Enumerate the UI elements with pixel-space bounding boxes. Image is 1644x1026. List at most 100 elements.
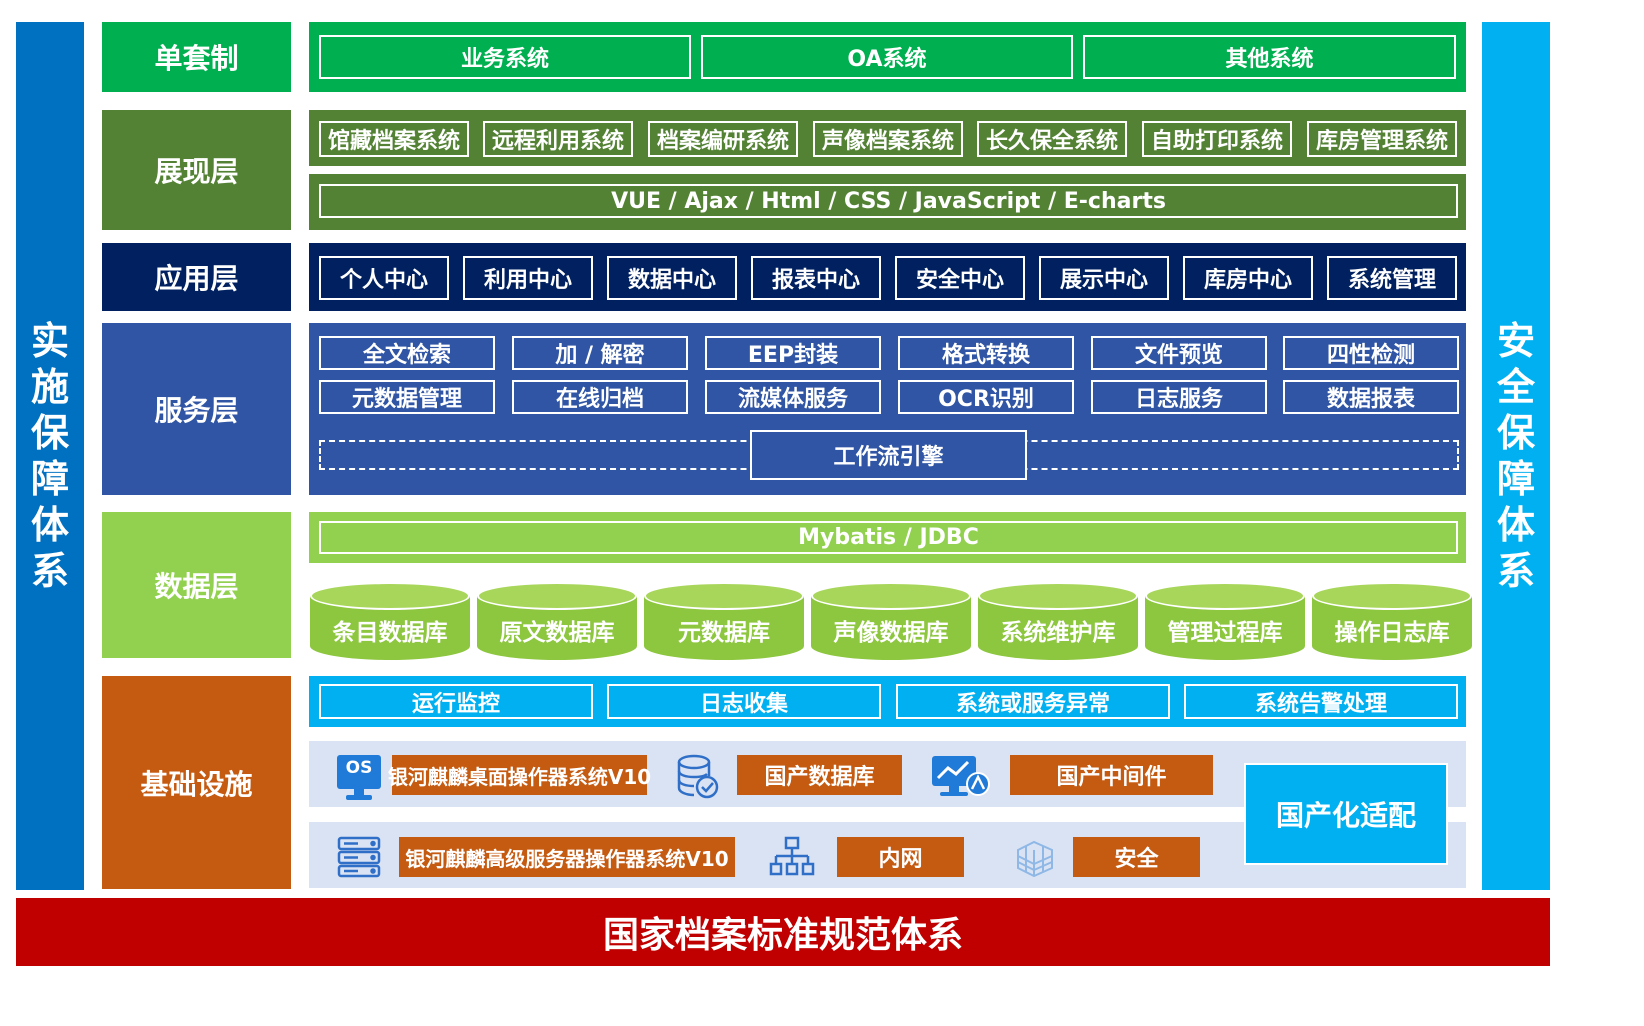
layer-label-application: 应用层 (102, 243, 291, 311)
presentation-module-box: 长久保全系统 (977, 121, 1127, 157)
application-panel: 个人中心 利用中心 数据中心 报表中心 安全中心 展示中心 库房中心 系统管理 (309, 243, 1466, 311)
module-label: 格式转换 (941, 343, 1030, 368)
service-module-box: 数据报表 (1283, 380, 1459, 414)
data-access-panel: Mybatis / JDBC (309, 512, 1466, 563)
database-cylinder: 条目数据库 (310, 582, 470, 660)
database-label: 系统维护库 (1000, 620, 1116, 646)
database-cylinder: 管理过程库 (1145, 582, 1305, 660)
tech-stack-label: VUE / Ajax / Html / CSS / JavaScript / E… (611, 188, 1166, 214)
service-module-box: 流媒体服务 (705, 380, 881, 414)
service-module-box: 全文检索 (319, 336, 495, 370)
layer-label-text: 基础设施 (140, 767, 253, 801)
presentation-module-box: 库房管理系统 (1307, 121, 1457, 157)
domestic-middleware-box: 国产中间件 (1010, 755, 1213, 795)
workflow-engine-label: 工作流引擎 (833, 445, 944, 470)
database-cylinder: 系统维护库 (978, 582, 1138, 660)
module-label: OA系统 (847, 47, 927, 72)
network-topology-icon (769, 836, 815, 878)
module-label: 运行监控 (411, 691, 500, 717)
service-module-box: 日志服务 (1091, 380, 1267, 414)
intranet-box: 内网 (837, 837, 964, 877)
application-module-box: 库房中心 (1183, 256, 1313, 300)
left-pillar-char: 体 (30, 503, 69, 547)
module-label: 展示中心 (1059, 268, 1148, 293)
monitor-module-box: 系统告警处理 (1184, 684, 1458, 719)
module-label: 数据报表 (1326, 387, 1415, 412)
service-module-box: OCR识别 (898, 380, 1074, 414)
module-label: 日志服务 (1134, 387, 1223, 412)
os-monitor-icon: OS (336, 754, 382, 802)
database-label: 原文数据库 (499, 620, 615, 646)
layer-label-presentation: 展现层 (102, 110, 291, 230)
domestic-database-box: 国产数据库 (737, 755, 902, 795)
security-box: 安全 (1073, 837, 1200, 877)
layer-label-text: 展现层 (154, 155, 239, 188)
module-label: 加 / 解密 (555, 343, 645, 368)
database-label: 条目数据库 (332, 620, 448, 646)
application-module-box: 个人中心 (319, 256, 449, 300)
database-cylinder: 声像数据库 (811, 582, 971, 660)
os-server-label: 银河麒麟高级服务器操作器系统V10 (405, 846, 729, 871)
data-access-tech: Mybatis / JDBC (319, 521, 1458, 554)
application-module-box: 数据中心 (607, 256, 737, 300)
layer-label-single: 单套制 (102, 22, 291, 92)
module-label: 库房管理系统 (1315, 129, 1448, 154)
service-module-box: 元数据管理 (319, 380, 495, 414)
application-module-box: 报表中心 (751, 256, 881, 300)
left-pillar-implementation-assurance: 实 施 保 障 体 系 (16, 22, 84, 890)
module-label: 系统或服务异常 (955, 691, 1110, 717)
module-label: OCR识别 (938, 387, 1034, 412)
layer-label-text: 数据层 (154, 570, 239, 603)
service-module-box: 加 / 解密 (512, 336, 688, 370)
module-label: 四性检测 (1326, 343, 1415, 368)
monitor-panel: 运行监控 日志收集 系统或服务异常 系统告警处理 (309, 676, 1466, 727)
module-label: 系统告警处理 (1254, 691, 1387, 717)
monitor-module-box: 系统或服务异常 (896, 684, 1170, 719)
firewall-icon (1014, 836, 1056, 878)
monitor-module-box: 日志收集 (607, 684, 881, 719)
os-desktop-label: 银河麒麟桌面操作器系统V10 (387, 764, 652, 789)
footer-standards-bar: 国家档案标准规范体系 (16, 898, 1550, 966)
middleware-chart-icon (930, 754, 992, 800)
service-module-box: 文件预览 (1091, 336, 1267, 370)
presentation-panel-top: 馆藏档案系统 远程利用系统 档案编研系统 声像档案系统 长久保全系统 自助打印系… (309, 110, 1466, 166)
presentation-module-box: 声像档案系统 (813, 121, 963, 157)
module-label: 元数据管理 (351, 387, 462, 412)
right-pillar-char: 保 (1496, 411, 1535, 455)
module-label: 远程利用系统 (491, 129, 624, 154)
domestic-middleware-label: 国产中间件 (1056, 765, 1167, 790)
module-label: 馆藏档案系统 (327, 129, 460, 154)
layer-label-text: 服务层 (154, 394, 239, 427)
left-pillar-char: 施 (30, 365, 69, 409)
right-pillar-char: 全 (1496, 365, 1535, 409)
module-label: 系统管理 (1347, 268, 1436, 293)
application-module-box: 展示中心 (1039, 256, 1169, 300)
right-pillar-char: 体 (1496, 503, 1535, 547)
module-label: 利用中心 (483, 268, 572, 293)
service-panel: 全文检索 加 / 解密 EEP封装 格式转换 文件预览 四性检测 元数据管理 在… (309, 323, 1466, 495)
module-label: 日志收集 (699, 691, 788, 717)
left-pillar-char: 实 (30, 319, 69, 363)
left-pillar-char: 保 (30, 411, 69, 455)
layer-label-infrastructure: 基础设施 (102, 676, 291, 889)
os-badge-text: OS (345, 758, 373, 778)
left-pillar-char: 系 (30, 549, 69, 593)
workflow-engine-box: 工作流引擎 (750, 430, 1027, 480)
module-label: 数据中心 (627, 268, 716, 293)
monitor-module-box: 运行监控 (319, 684, 593, 719)
module-label: 个人中心 (339, 268, 428, 293)
left-pillar-char: 障 (30, 457, 69, 501)
right-pillar-char: 系 (1496, 549, 1535, 593)
module-label: 库房中心 (1203, 268, 1292, 293)
database-cylinder: 操作日志库 (1312, 582, 1472, 660)
presentation-module-box: 馆藏档案系统 (319, 121, 469, 157)
application-module-box: 安全中心 (895, 256, 1025, 300)
module-label: 文件预览 (1134, 343, 1223, 368)
right-pillar-security-assurance: 安 全 保 障 体 系 (1482, 22, 1550, 890)
database-label: 管理过程库 (1167, 620, 1283, 646)
module-label: 自助打印系统 (1150, 129, 1283, 154)
database-label: 声像数据库 (833, 620, 949, 646)
module-label: 其他系统 (1225, 47, 1314, 72)
presentation-module-box: 远程利用系统 (483, 121, 633, 157)
os-desktop-box: 银河麒麟桌面操作器系统V10 (388, 755, 651, 795)
